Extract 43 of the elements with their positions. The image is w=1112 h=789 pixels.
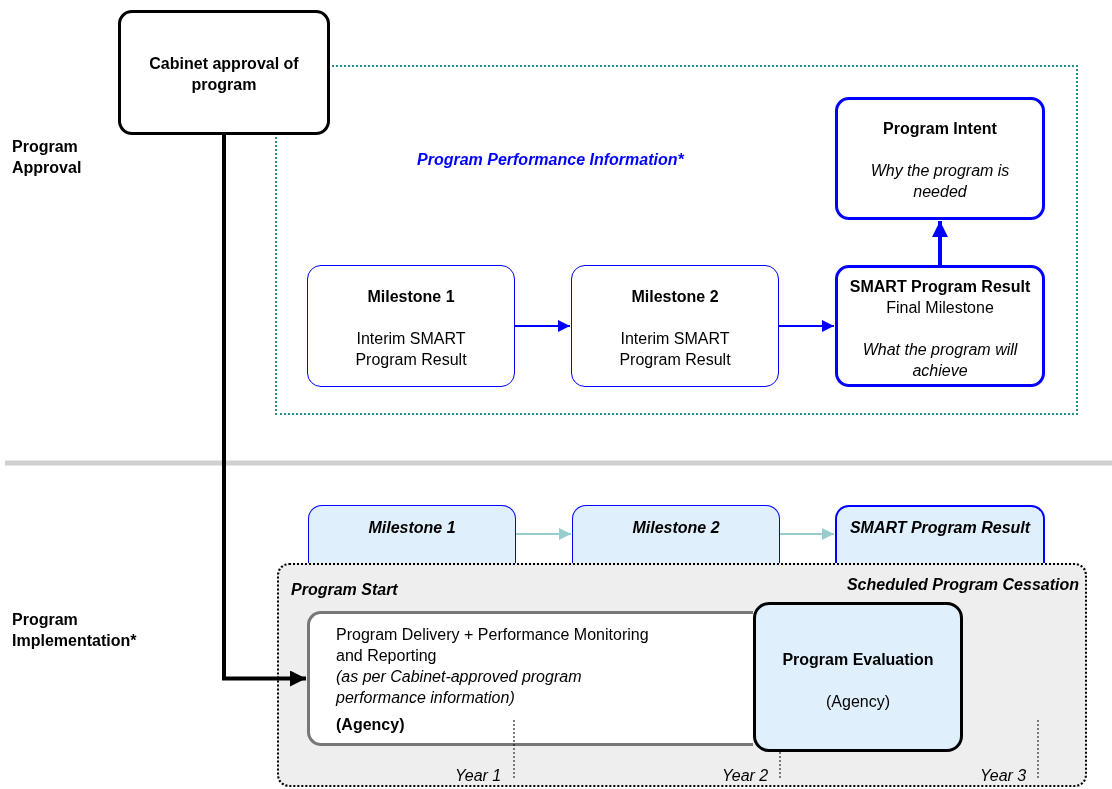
node-title: Milestone 2 — [631, 518, 721, 538]
milestone-tab — [572, 505, 780, 563]
arrow — [779, 528, 835, 540]
node-text: (as per Cabinet-approved program performance information) — [336, 667, 583, 708]
node-text: (Agency) — [336, 715, 406, 735]
node-title: Program Intent — [882, 119, 998, 139]
node-title: SMART Program Result — [848, 518, 1032, 538]
node-title: Program Evaluation — [781, 650, 935, 670]
node-title: Milestone 1 — [366, 287, 456, 307]
arrow — [778, 320, 835, 332]
node-text: Final Milestone — [885, 298, 995, 318]
arrow — [515, 528, 572, 540]
node-text: Scheduled Program Cessation — [845, 575, 1079, 595]
milestone-box — [307, 265, 515, 387]
milestone-tab — [308, 505, 516, 563]
node-title: Program Performance Information* — [417, 150, 686, 170]
timeline-container — [277, 563, 1087, 787]
node-title: Milestone 1 — [367, 518, 457, 538]
node-title: Program Delivery + Performance Monitoring and Reporting — [336, 625, 650, 666]
side-label: Program Approval — [12, 137, 83, 178]
node-text: Interim SMART Program Result — [618, 329, 732, 370]
result-box — [835, 97, 1045, 220]
evaluation-box — [753, 602, 963, 752]
process-box — [118, 10, 330, 135]
milestone-box — [571, 265, 779, 387]
result-tab — [835, 505, 1045, 563]
arrow — [514, 320, 571, 332]
activity-box — [307, 611, 753, 746]
arrow — [222, 135, 306, 687]
side-label: Program Implementation* — [12, 610, 138, 651]
year-label: Year 3 — [980, 766, 1028, 786]
year-label: Year 2 — [722, 766, 770, 786]
node-text: What the program will achieve — [861, 340, 1019, 381]
arrow — [932, 221, 948, 265]
year-label: Year 1 — [455, 766, 503, 786]
node-text: Why the program is needed — [869, 161, 1011, 202]
node-title: Milestone 2 — [630, 287, 720, 307]
node-title: Program Start — [291, 580, 399, 600]
node-text: (Agency) — [825, 692, 891, 712]
node-title: SMART Program Result — [848, 277, 1032, 297]
result-box — [835, 265, 1045, 387]
node-text: Interim SMART Program Result — [354, 329, 468, 370]
node-title: Cabinet approval of program — [148, 54, 300, 95]
